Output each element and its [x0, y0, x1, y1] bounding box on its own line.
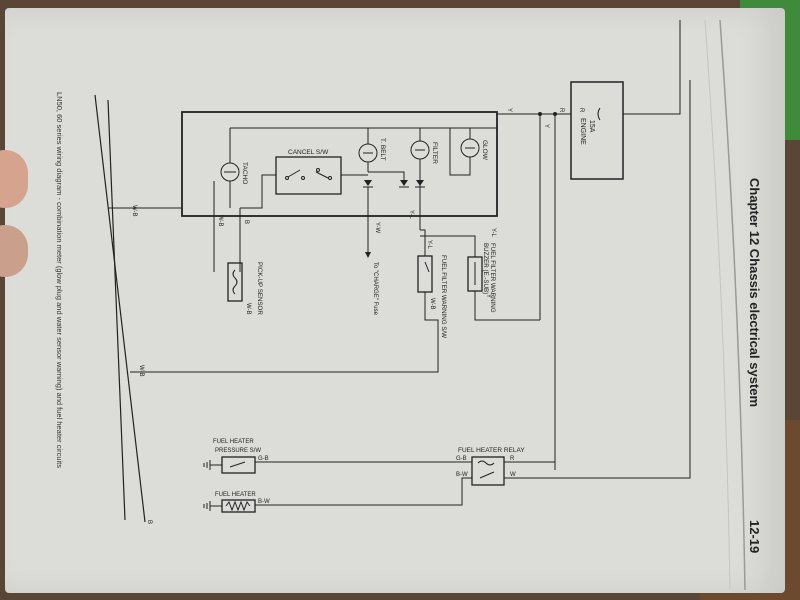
wire	[449, 128, 471, 176]
fuel-heater-label: FUEL HEATER	[215, 492, 256, 498]
fuse-label-engine: ENGINE	[579, 118, 586, 145]
wire-color-label: B	[146, 520, 152, 524]
wire	[255, 477, 472, 506]
diode-icon	[416, 180, 424, 186]
fuse-icon	[597, 107, 601, 121]
wire	[130, 292, 439, 373]
heater-resistor-icon	[225, 500, 251, 512]
wire-color-label: W-B	[245, 303, 251, 315]
fuel-filter-switch-label: FUEL FILTER WARNING S/W	[440, 255, 447, 338]
to-charge-fuse-label: To "CHARGE" Fuse	[372, 262, 378, 316]
wire	[623, 20, 681, 115]
tbelt-label: T. BELT	[379, 138, 386, 161]
page-number: 12-19	[747, 520, 762, 553]
switch-lever	[315, 171, 329, 179]
wire-color-label: Y-L	[426, 240, 432, 249]
wire-color-label: Y-L	[490, 228, 496, 237]
pressure-switch-box	[221, 456, 256, 474]
wire-color-label: B	[243, 220, 249, 224]
fuel-heater-relay-label: FUEL HEATER RELAY	[458, 447, 525, 454]
buzzer-label-line1: FUEL FILTER WARNING	[489, 243, 496, 313]
wire-color-label: B-W	[258, 499, 270, 505]
wire-color-label: W-B	[217, 215, 223, 227]
switch-contact	[301, 176, 305, 180]
pickup-sensor-box	[227, 262, 243, 302]
wire	[420, 235, 476, 257]
relay-contact	[479, 471, 495, 479]
finger	[0, 150, 28, 208]
manual-page	[5, 8, 785, 593]
arrow-icon	[365, 252, 371, 258]
relay-coil-icon	[477, 460, 495, 466]
wire-color-label: G-B	[456, 456, 467, 462]
wire-junction	[553, 112, 557, 116]
page-edge	[719, 19, 746, 591]
filter-label: FILTER	[431, 142, 438, 164]
wire-color-label: Y-L	[408, 210, 414, 219]
wire	[368, 171, 405, 180]
fuel-heater-relay-box	[471, 456, 505, 486]
wire-color-label: R	[510, 456, 515, 462]
wire-color-label: W-B	[138, 365, 144, 377]
fuel-filter-switch-box	[417, 255, 433, 293]
fuse-label-amp: 15A	[588, 120, 595, 133]
fuel-heater-box	[221, 499, 256, 513]
wire	[240, 174, 276, 209]
wire-color-label: Y	[506, 108, 512, 112]
wire-color-label: R	[578, 108, 584, 113]
wire-color-label: Y	[485, 294, 491, 298]
cancel-switch-label: CANCEL S/W	[288, 149, 329, 156]
switch-contact	[316, 168, 320, 172]
wire-color-label: Y	[543, 124, 549, 128]
switch-lever	[424, 261, 430, 273]
diagram-caption: LN50, 60 series wiring diagram - combina…	[55, 92, 64, 468]
ground-bus	[94, 94, 146, 523]
diode-icon	[400, 180, 408, 186]
wire-color-label: G-B	[258, 456, 269, 462]
ground-bus	[107, 99, 126, 521]
wire-color-label: W-B	[429, 298, 435, 310]
combination-meter-box	[181, 111, 498, 217]
wire-color-label: B-W	[456, 472, 468, 478]
tacho-label: TACHO	[241, 162, 248, 184]
wire-color-label: W	[510, 472, 516, 478]
wire	[474, 291, 540, 321]
fuse-box	[570, 81, 624, 180]
wire-color-label: W-B	[131, 205, 137, 217]
page-edge	[704, 19, 731, 591]
diode-icon	[364, 180, 372, 186]
glow-label: GLOW	[481, 140, 488, 161]
wire-color-label: R	[558, 108, 564, 113]
switch-contact	[285, 176, 289, 180]
chapter-title: Chapter 12 Chassis electrical system	[747, 178, 762, 407]
pickup-coil-icon	[232, 269, 238, 295]
pressure-switch-label-line1: FUEL HEATER	[213, 439, 254, 445]
pickup-sensor-label: PICK-UP SENSOR	[256, 262, 263, 315]
wire	[420, 229, 426, 256]
wire	[504, 80, 691, 479]
switch-lever	[229, 461, 246, 468]
pressure-switch-label-line2: PRESSURE S/W	[215, 448, 261, 454]
wire-junction	[538, 112, 542, 116]
buzzer-label-line2: BUZZER (E.-SUB)	[482, 243, 489, 294]
cancel-switch-box	[275, 156, 342, 195]
switch-contact	[328, 176, 332, 180]
switch-lever	[287, 169, 301, 178]
wire-color-label: Y-W	[374, 222, 380, 233]
